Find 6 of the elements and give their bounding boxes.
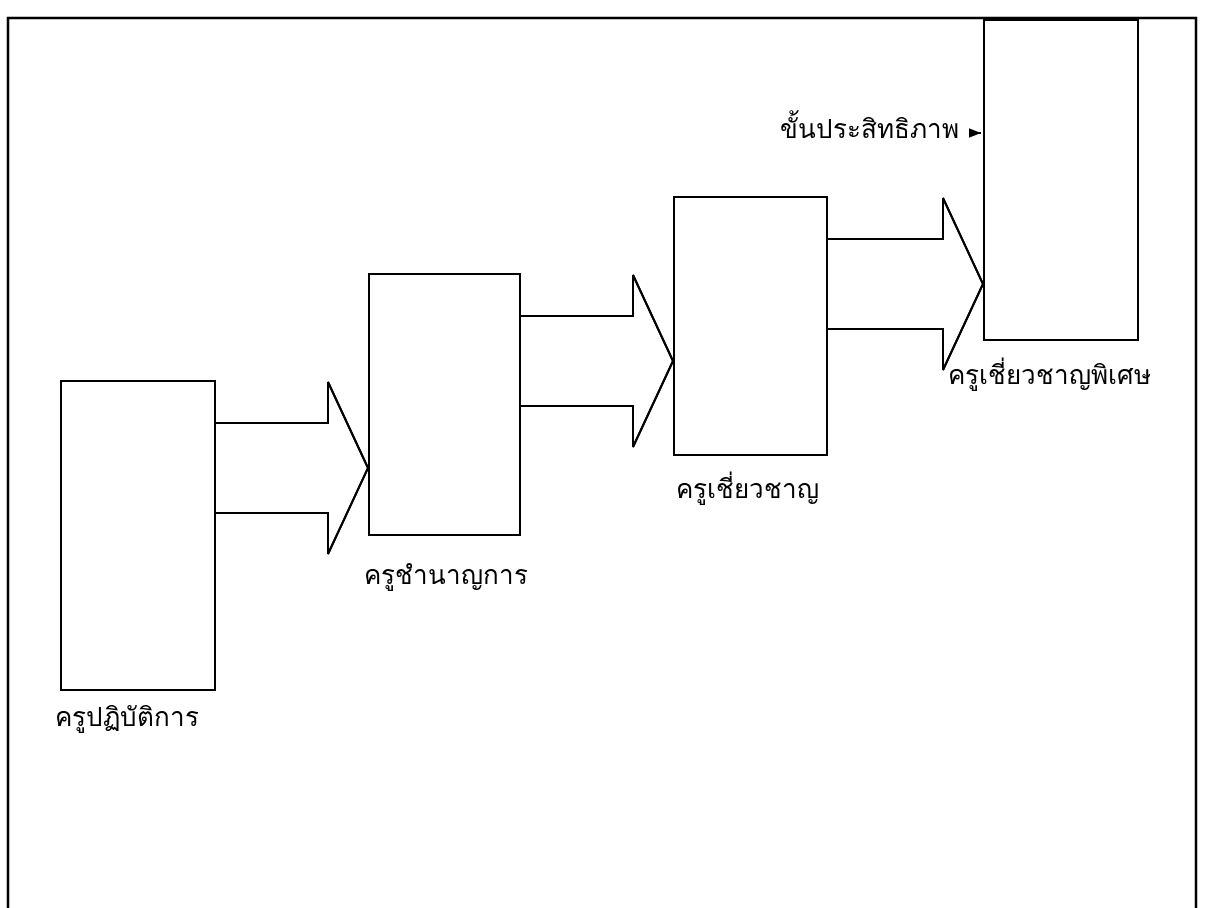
rank-label: ครูชำนาญการ — [364, 560, 528, 592]
rank-label: ครูปฏิบัติการ — [55, 702, 199, 734]
block-arrow — [827, 197, 985, 371]
block-arrow — [520, 274, 675, 448]
arrow — [969, 128, 982, 138]
block-arrow — [215, 381, 370, 555]
